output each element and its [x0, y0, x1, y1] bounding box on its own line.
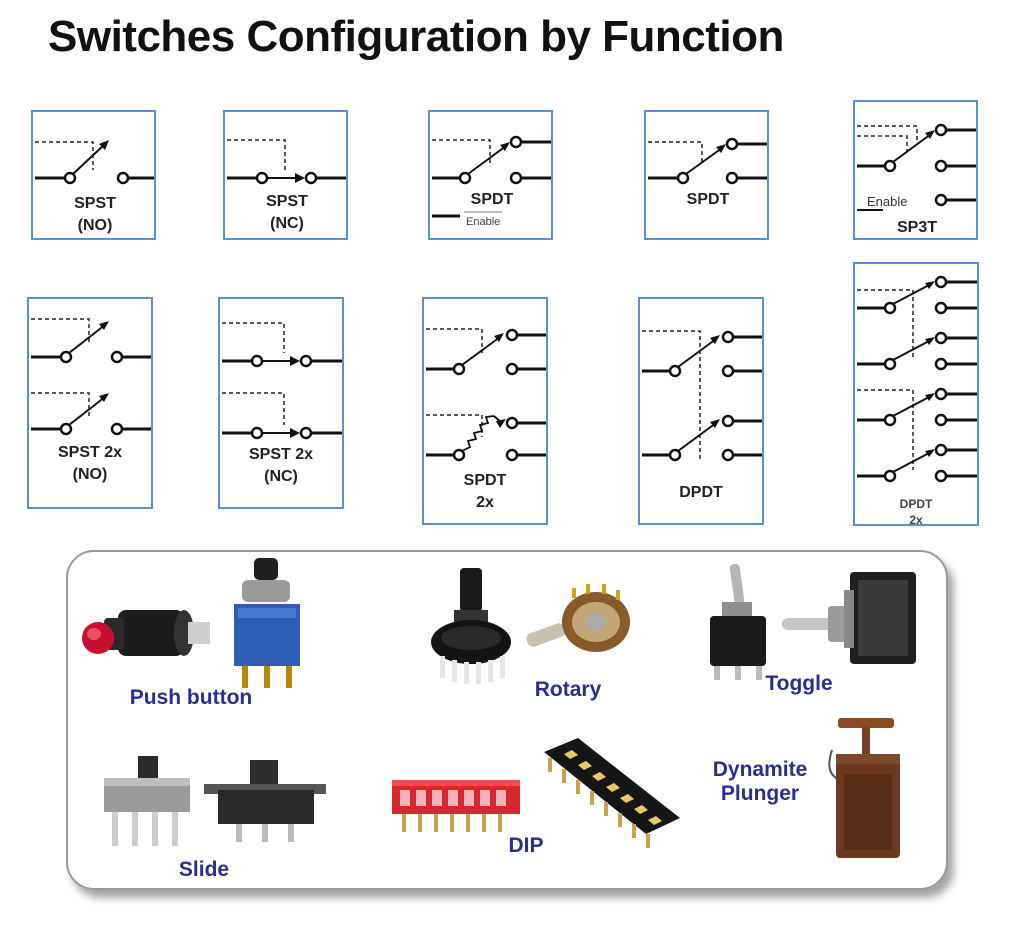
spdt-2x-diagram: SPDT 2x — [422, 297, 548, 525]
push-button-label: Push button — [129, 686, 253, 709]
spst-2x-no-label-2: (NO) — [73, 466, 108, 483]
plunger-label: Plunger — [720, 782, 800, 805]
spst-nc-symbol: SPST (NC) — [227, 139, 346, 232]
spdt-2x-label-2: 2x — [476, 494, 494, 511]
spdt-2x-symbol: SPDT 2x — [426, 328, 546, 511]
sp3t-diagram: Enable SP3T — [853, 100, 978, 240]
spst-2x-nc-diagram: SPST 2x (NC) — [218, 297, 344, 509]
sp3t-enable-label: Enable — [867, 194, 907, 209]
toggle-label: Toggle — [765, 672, 833, 695]
spst-nc-label-1: SPST — [266, 193, 308, 210]
toggle-image-2 — [782, 572, 916, 664]
dpdt-symbol: DPDT — [642, 330, 762, 501]
dynamite-plunger-image — [828, 718, 900, 858]
rotary-image-1 — [431, 568, 511, 684]
dip-image-1 — [392, 780, 520, 832]
spst-2x-nc-label-1: SPST 2x — [249, 446, 313, 463]
sp3t-label: SP3T — [897, 219, 937, 236]
spdt-symbol: SPDT — [648, 137, 767, 208]
slide-label: Slide — [178, 858, 230, 881]
push-button-image-2 — [234, 558, 300, 688]
spst-no-symbol: SPST (NO) — [35, 140, 154, 234]
dpdt-2x-diagram: DPDT 2x — [853, 262, 979, 526]
spdt-enable-sub: Enable — [466, 216, 500, 228]
rotary-image-2 — [526, 584, 630, 652]
spdt-enable-diagram: SPDT Enable — [428, 110, 553, 240]
dpdt-2x-label-2: 2x — [909, 513, 923, 524]
dip-image-2 — [544, 738, 680, 848]
spst-2x-nc-label-2: (NC) — [264, 468, 298, 485]
spst-no-diagram: SPST (NO) — [31, 110, 156, 240]
slide-image-2 — [204, 760, 326, 842]
switch-types-panel: Push button Rotary — [66, 550, 948, 890]
spst-nc-diagram: SPST (NC) — [223, 110, 348, 240]
spdt-2x-label-1: SPDT — [464, 472, 507, 489]
spst-no-label-2: (NO) — [78, 217, 113, 234]
spdt-label: SPDT — [687, 191, 730, 208]
spst-nc-label-2: (NC) — [270, 215, 304, 232]
page-title: Switches Configuration by Function — [48, 12, 784, 61]
rotary-label: Rotary — [534, 678, 602, 701]
push-button-image-1 — [82, 610, 210, 656]
sp3t-symbol: Enable SP3T — [857, 123, 976, 236]
dpdt-2x-label-1: DPDT — [900, 497, 933, 511]
spdt-diagram: SPDT — [644, 110, 769, 240]
dpdt-2x-symbol: DPDT 2x — [857, 275, 977, 524]
spdt-enable-symbol: SPDT Enable — [432, 135, 551, 228]
dpdt-diagram: DPDT — [638, 297, 764, 525]
spst-2x-no-symbol: SPST 2x (NO) — [31, 318, 151, 483]
dynamite-plunger-label: Dynamite Plunger — [700, 758, 820, 806]
spdt-enable-label: SPDT — [471, 191, 514, 208]
spst-2x-no-label-1: SPST 2x — [58, 444, 122, 461]
toggle-image-1 — [710, 564, 766, 680]
slide-image-1 — [104, 756, 190, 846]
spst-2x-no-diagram: SPST 2x (NO) — [27, 297, 153, 509]
spst-no-label-1: SPST — [74, 195, 116, 212]
dpdt-label: DPDT — [679, 484, 723, 501]
dynamite-label: Dynamite — [712, 758, 808, 781]
spst-2x-nc-symbol: SPST 2x (NC) — [222, 322, 342, 485]
dip-label: DIP — [508, 834, 544, 857]
